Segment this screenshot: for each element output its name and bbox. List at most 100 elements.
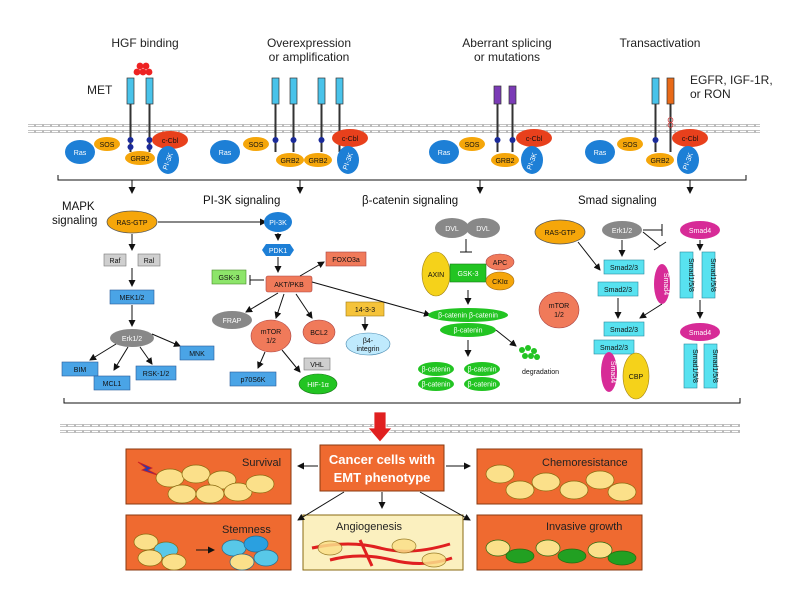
mtor-node: mTOR [261,329,281,336]
cell-cluster-icon [485,464,637,502]
frap-node: FRAP [223,318,242,325]
catenin-pathway: DVL DVL AXIN GSK-3 APC CKIα β-catenin β-… [418,218,559,391]
outcome-invasive-growth: Invasive growth [476,514,643,571]
sos-label: SOS [100,142,115,149]
mcl1-node: MCL1 [103,381,122,388]
gsk3-catenin-node: GSK-3 [457,271,478,278]
label-ron: or RON [690,87,731,101]
lower-bracket [63,398,741,404]
grb2-label: GRB2 [650,158,669,165]
header-hgf-binding: HGF binding [111,36,178,50]
outcome-arrows [297,462,471,521]
mtor-smad-node: mTOR [549,303,569,310]
sos-label: SOS [465,142,480,149]
degradation-label: degradation [522,369,559,376]
catenin-node: β-catenin [454,328,483,335]
header-transactivation: Transactivation [620,36,701,50]
grb2-label: GRB2 [130,156,149,163]
smad4-vertical-node-2: Smad4 [609,361,616,383]
title-mapk-signaling: signaling [52,215,97,227]
outcome-survival: Survival [125,448,292,505]
pi3k-pathway: PI-3K PDK1 AKT/PKB FOXO3a GSK-3 FRAP mTO… [211,212,431,395]
title-smad-signaling: Smad signaling [578,195,657,207]
c-cbl-label: c-Cbl [682,136,699,143]
label-met: MET [87,83,113,97]
erk12-node: Erk1/2 [122,336,142,343]
nucleus-entry-arrow-icon [367,411,393,443]
c-cbl-label: c-Cbl [342,136,359,143]
pi3k-node: PI-3K [269,220,287,227]
grb2-label: GRB2 [495,158,514,165]
smad23-node-4: Smad2/3 [600,345,628,352]
grb2-label: GRB2 [280,158,299,165]
nuclear-membrane [60,424,740,433]
foxo3a-node: FOXO3a [332,257,360,264]
smad158-node-3: Smad1/5/8 [691,349,698,383]
center-box: Cancer cells with EMT phenotype [319,444,445,492]
apc-node: APC [493,260,507,267]
outcome-stemness: Stemness [125,514,292,571]
ras-label: Ras [594,150,607,157]
mek12-node: MEK1/2 [120,295,145,302]
cell-membrane-top [28,124,760,133]
outcome-angiogenesis: Angiogenesis [302,514,464,571]
akt-node: AKT/PKB [274,282,304,289]
cki-node: CKIα [492,279,508,286]
erk12-smad-node: Erk1/2 [612,228,632,235]
c-cbl-label: c-Cbl [526,136,543,143]
smad23-node-2: Smad2/3 [604,287,632,294]
title-catenin-signaling: β-catenin signaling [362,195,458,207]
egfr-coreceptor [651,77,675,152]
gsk3-node: GSK-3 [218,275,239,282]
mnk-node: MNK [189,351,205,358]
met-receptor-overexpressed [271,77,344,152]
stem-cell-cluster-icon [221,535,279,571]
cell-cluster-icon [485,539,637,566]
adaptor-complex-4: Ras SOS GRB2 c-Cbl PI-3K [585,129,708,174]
pathway-bracket [57,175,747,194]
smad23-node-1: Smad2/3 [610,265,638,272]
p70s6k-node: p70S6K [241,377,266,384]
smad-pathway: RAS-GTP Erk1/2 Smad4 Smad2/3 Smad2/3 Sma… [534,219,720,400]
b4-integrin-node-sub: integrin [357,346,380,353]
hif1a-node: HIF-1α [307,382,329,389]
smad158-node-4: Smad1/5/8 [711,349,718,383]
ras-label: Ras [438,150,451,157]
dvl-node-1: DVL [445,226,459,233]
catenin-pair-node: β-catenin β-catenin [438,313,498,320]
vhl-node: VHL [310,362,324,369]
center-title-2: EMT phenotype [334,470,431,485]
pdk1-node: PDK1 [269,248,287,255]
c-cbl-label: c-Cbl [162,138,179,145]
title-pi3k-signaling: PI-3K signaling [203,195,280,207]
hgf-ligand-icon [133,62,153,76]
mapk-pathway: RAS-GTP Raf Ral MEK1/2 Erk1/2 BIM MCL1 R… [61,210,267,391]
14-3-3-node: 14-3-3 [355,307,375,314]
smad4-node: Smad4 [689,228,711,235]
header-overexpression: Overexpression [267,36,351,50]
cell-cluster-icon [133,533,187,571]
angiogenesis-label: Angiogenesis [336,521,403,533]
catenin-nuc-3: β-catenin [422,382,451,389]
cell-cluster-icon [155,464,275,504]
met-receptor-1 [126,77,154,152]
survival-label: Survival [242,457,281,469]
title-mapk: MAPK [62,201,95,213]
catenin-nuc-2: β-catenin [468,367,497,374]
catenin-nuc-4: β-catenin [468,382,497,389]
met-receptor-mutant [493,85,517,152]
invasive-label: Invasive growth [546,521,622,533]
bim-node: BIM [74,367,87,374]
smad158-node-2: Smad1/5/8 [709,258,716,292]
adaptor-complex-3: Ras SOS GRB2 c-Cbl PI-3K [429,129,552,174]
mtor-node-sub: 1/2 [266,338,276,345]
mtor-smad-node-sub: 1/2 [554,312,564,319]
sos-label: SOS [623,142,638,149]
header-amplification: or amplification [269,50,350,64]
b4-integrin-node: β4- [363,338,374,345]
ras-gtp-smad-node: RAS-GTP [544,230,575,237]
bcl2-node: BCL2 [310,330,328,337]
stemness-label: Stemness [222,524,271,536]
axin-node: AXIN [428,272,444,279]
